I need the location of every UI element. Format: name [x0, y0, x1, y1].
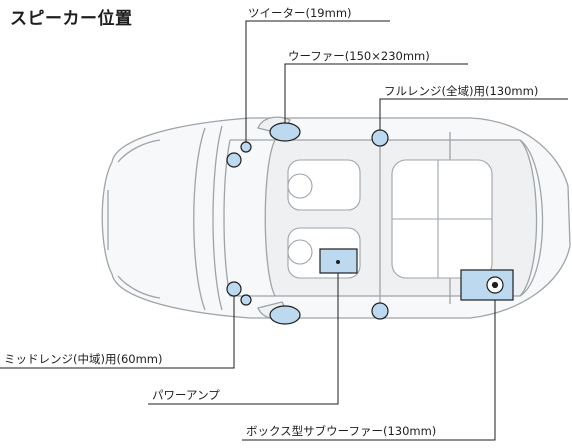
label-power-amp: パワーアンプ [152, 388, 220, 402]
leader-tweeter [245, 20, 390, 148]
leader-fullrange [379, 98, 568, 130]
label-fullrange: フルレンジ(全域)用(130mm) [384, 84, 539, 98]
leader-midrange [0, 292, 235, 369]
leader-woofer [284, 63, 468, 124]
label-woofer: ウーファー(150×230mm) [288, 49, 430, 63]
fullrange-rear-left [371, 302, 389, 320]
label-midrange: ミッドレンジ(中域)用(60mm) [4, 352, 163, 366]
woofer-front-left [269, 305, 301, 325]
tweeter-right [240, 141, 252, 153]
woofer-front-right [269, 122, 301, 142]
speakers [226, 122, 514, 325]
diagram-title: スピーカー位置 [10, 9, 133, 29]
label-tweeter: ツイーター(19mm) [248, 6, 352, 20]
leader-subwoofer [242, 285, 496, 441]
leader-power-amp [148, 262, 339, 405]
label-subwoofer: ボックス型サブウーファー(130mm) [246, 424, 437, 438]
fullrange-rear-right [371, 129, 389, 147]
tweeter-left [240, 294, 252, 306]
midrange-left [226, 281, 242, 297]
midrange-right [226, 152, 242, 168]
leader-lines [0, 20, 568, 441]
